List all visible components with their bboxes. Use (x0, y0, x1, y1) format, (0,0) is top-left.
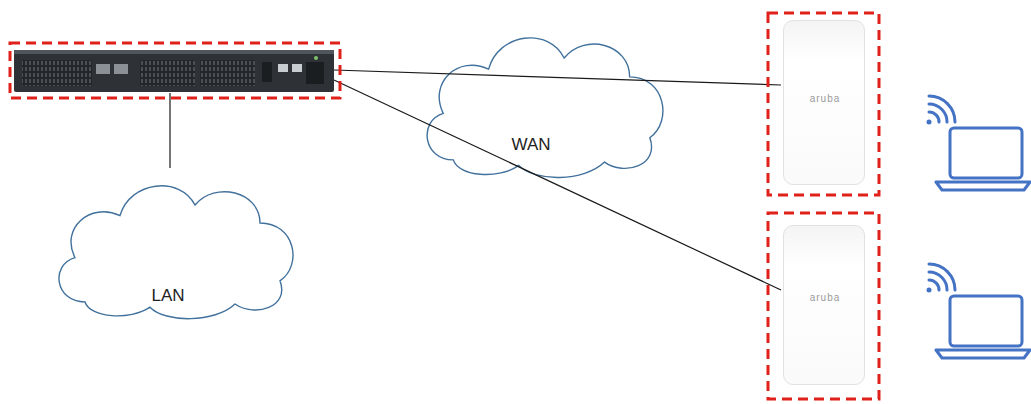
access-point: aruba (783, 20, 865, 185)
wan-cloud-node: WAN (413, 16, 675, 182)
brand-logo: aruba (810, 93, 841, 105)
lan-cloud (59, 186, 293, 319)
lan-cloud-node: LAN (45, 165, 305, 323)
controller-appliance (14, 50, 334, 92)
wifi-symbol (927, 96, 956, 293)
highlight-box (768, 13, 879, 195)
brand-logo: aruba (810, 292, 841, 304)
lan-wire (169, 93, 170, 168)
wires (170, 70, 781, 290)
ap-wire (334, 70, 781, 85)
highlight-box (10, 43, 340, 98)
wan-cloud (427, 38, 663, 178)
access-point: aruba (783, 225, 865, 385)
laptop-icon (936, 128, 1030, 358)
highlight-box (768, 213, 879, 399)
cloud-label: LAN (148, 286, 187, 306)
cloud-label: WAN (508, 135, 553, 155)
ap-wire (334, 80, 781, 290)
